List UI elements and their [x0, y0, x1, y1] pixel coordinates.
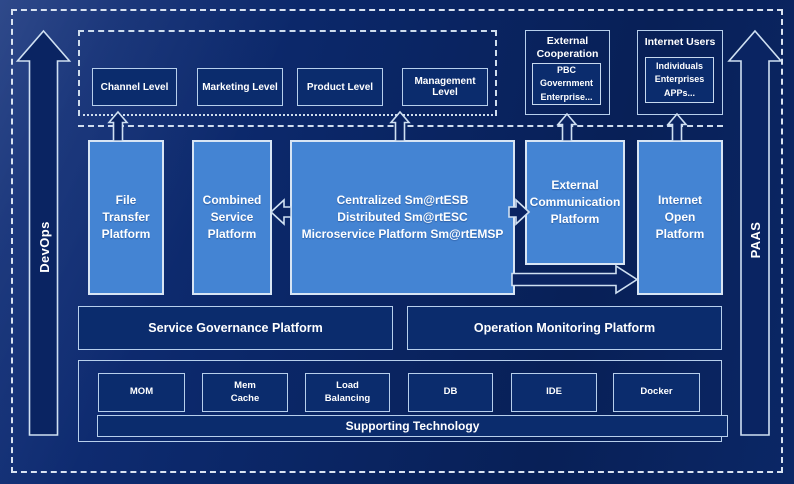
platform-internet-open: Internet Open Platform [637, 140, 723, 295]
level-box-product: Product Level [297, 68, 383, 106]
operation-monitoring-platform-label: Operation Monitoring Platform [473, 321, 656, 335]
tech-box-db: DB [408, 373, 493, 412]
dashed-separator-line [78, 125, 723, 127]
tech-box-docker: Docker [613, 373, 700, 412]
tech-label-ide: IDE [546, 386, 562, 398]
tech-label-mom: MOM [129, 386, 154, 398]
level-label-product: Product Level [306, 81, 374, 93]
service-governance-platform-box: Service Governance Platform [78, 306, 393, 350]
tech-label-docker: Docker [640, 386, 673, 398]
tech-label-db: DB [443, 386, 458, 398]
platform-file-transfer-label: File Transfer Platform [101, 193, 151, 241]
internet-users-members-text: Individuals Enterprises APPs... [654, 61, 705, 98]
level-box-channel: Channel Level [92, 68, 177, 106]
internet-users-title: Internet Users [638, 35, 722, 51]
service-governance-platform-label: Service Governance Platform [148, 321, 323, 335]
supporting-technology-label: Supporting Technology [345, 419, 480, 433]
platform-external-communication: External Communication Platform [525, 140, 625, 265]
internet-users-box: Internet Users Individuals Enterprises A… [637, 30, 723, 115]
platform-file-transfer: File Transfer Platform [88, 140, 164, 295]
internet-users-title-text: Internet Users [644, 36, 716, 49]
external-cooperation-title-text: External Cooperation [536, 34, 599, 60]
tech-label-mem-cache: Mem Cache [230, 379, 260, 404]
platform-combined-service-label: Combined Service Platform [202, 193, 262, 241]
paas-label-text: PAAS [747, 221, 763, 259]
level-box-marketing: Marketing Level [197, 68, 283, 106]
tech-label-load-balancing: Load Balancing [324, 379, 371, 404]
supporting-technology-banner: Supporting Technology [97, 415, 728, 437]
operation-monitoring-platform-box: Operation Monitoring Platform [407, 306, 722, 350]
supporting-technology-group [78, 360, 722, 442]
devops-label-text: DevOps [36, 221, 52, 273]
paas-rail-label: PAAS [745, 190, 765, 290]
devops-rail-label: DevOps [34, 197, 54, 297]
platform-central-esb-label: Centralized Sm@rtESB Distributed Sm@rtES… [301, 193, 504, 241]
internet-users-members-box: Individuals Enterprises APPs... [645, 57, 714, 103]
tech-box-ide: IDE [511, 373, 597, 412]
level-label-marketing: Marketing Level [202, 81, 278, 93]
level-label-management: Management Level [414, 76, 476, 98]
platform-internet-open-label: Internet Open Platform [655, 193, 705, 241]
external-cooperation-title: External Cooperation [526, 34, 609, 62]
external-cooperation-box: External Cooperation PBC Government Ente… [525, 30, 610, 115]
tech-box-mem-cache: Mem Cache [202, 373, 288, 412]
tech-box-mom: MOM [98, 373, 185, 412]
platform-central-esb: Centralized Sm@rtESB Distributed Sm@rtES… [290, 140, 515, 295]
levels-dashed-group [78, 30, 497, 116]
level-label-channel: Channel Level [100, 81, 169, 93]
external-cooperation-members-text: PBC Government Enterprise... [539, 65, 593, 102]
platform-external-communication-label: External Communication Platform [529, 178, 621, 226]
external-cooperation-members-box: PBC Government Enterprise... [532, 63, 601, 105]
tech-box-load-balancing: Load Balancing [305, 373, 390, 412]
platform-combined-service: Combined Service Platform [192, 140, 272, 295]
level-box-management: Management Level [402, 68, 488, 106]
